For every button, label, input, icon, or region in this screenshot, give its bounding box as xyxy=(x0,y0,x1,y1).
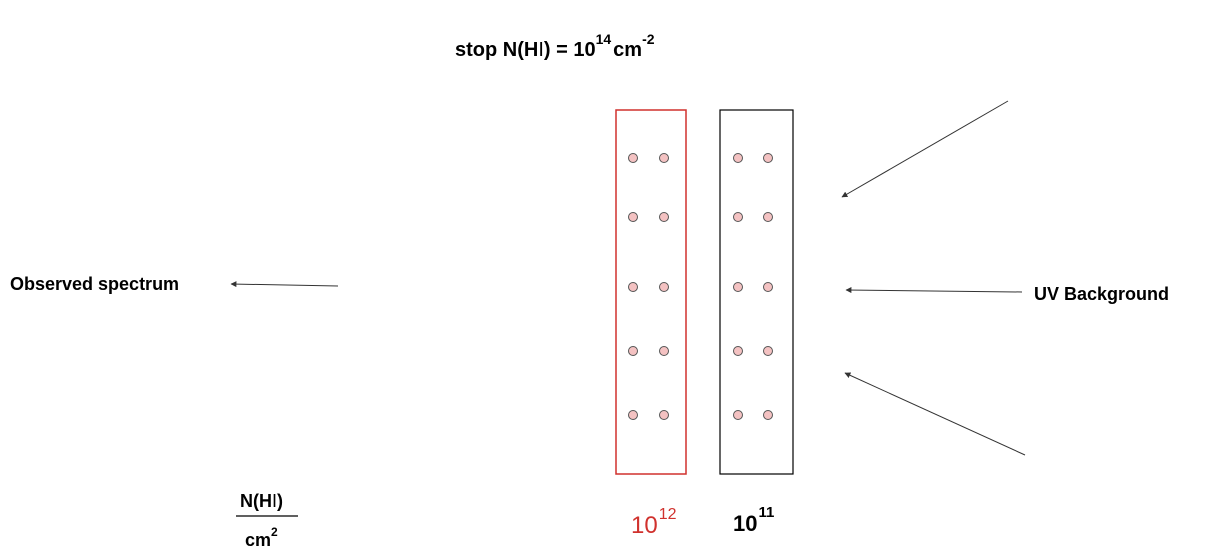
slab-label-1e11: 1011 xyxy=(733,504,774,536)
gas-cloud-dot xyxy=(733,153,743,163)
gas-cloud-dot xyxy=(763,346,773,356)
axis-label-denominator: cm2 xyxy=(245,525,278,550)
gas-cloud-dot xyxy=(733,410,743,420)
gas-cloud-dot xyxy=(628,212,638,222)
uv-background-label: UV Background xyxy=(1034,284,1169,304)
gas-cloud-dot xyxy=(628,410,638,420)
slab-box-1e11 xyxy=(719,109,794,475)
uv-arrow-bottom xyxy=(844,372,1026,456)
gas-cloud-dot xyxy=(628,282,638,292)
gas-cloud-dot xyxy=(733,212,743,222)
gas-cloud-dot xyxy=(733,282,743,292)
axis-label-numerator: N(HI) xyxy=(240,491,283,511)
gas-cloud-dot xyxy=(763,212,773,222)
gas-cloud-dot xyxy=(763,282,773,292)
gas-cloud-dot xyxy=(659,212,669,222)
uv-arrow-middle xyxy=(845,287,1023,294)
slab-box-1e12 xyxy=(615,109,687,475)
observed-spectrum-label: Observed spectrum xyxy=(10,274,179,294)
slab-label-1e12: 1012 xyxy=(631,506,677,539)
gas-cloud-dots xyxy=(628,153,773,420)
gas-cloud-dot xyxy=(763,410,773,420)
observed-spectrum-arrow xyxy=(230,281,339,288)
gas-cloud-dot xyxy=(659,346,669,356)
uv-arrow-top xyxy=(841,100,1009,198)
gas-cloud-dot xyxy=(659,153,669,163)
gas-cloud-dot xyxy=(733,346,743,356)
gas-cloud-dot xyxy=(628,153,638,163)
gas-cloud-dot xyxy=(628,346,638,356)
gas-cloud-dot xyxy=(763,153,773,163)
gas-cloud-dot xyxy=(659,282,669,292)
gas-cloud-dot xyxy=(659,410,669,420)
